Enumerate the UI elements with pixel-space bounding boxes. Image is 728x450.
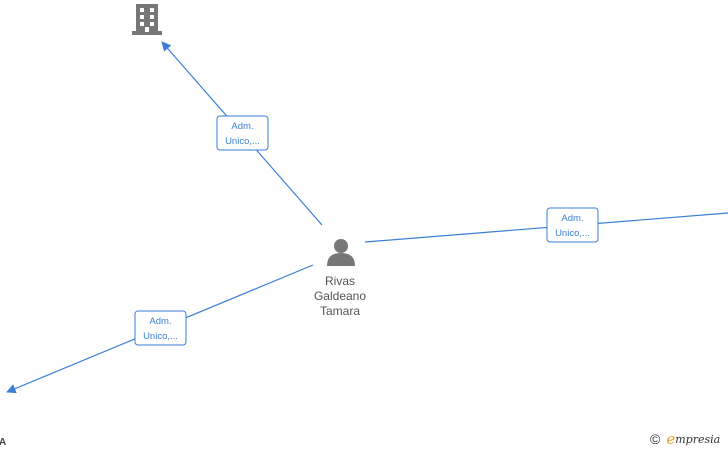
edge-label-line-2: Unico,...	[143, 331, 178, 342]
edge-label-line-2: Unico,...	[225, 136, 260, 147]
person-name-label[interactable]: Rivas Galdeano Tamara	[300, 274, 380, 319]
person-name-line-3: Tamara	[319, 304, 360, 318]
edge-label-line-1: Adm.	[149, 316, 171, 327]
edge-label-to-right[interactable]: Adm. Unico,...	[546, 207, 599, 243]
edge-label-line-2: Unico,...	[555, 228, 590, 239]
edge-label-line-1: Adm.	[561, 213, 583, 224]
copyright-icon: ©	[650, 431, 661, 447]
partial-node-label: A	[0, 437, 7, 448]
brand-logo-text: mpresia	[675, 432, 721, 446]
building-icon[interactable]	[132, 4, 162, 35]
edge-label-to-bottom-left[interactable]: Adm. Unico,...	[134, 310, 187, 346]
edge-label-to-company-top[interactable]: Adm. Unico,...	[216, 115, 269, 151]
person-name-line-1: Rivas	[324, 274, 355, 288]
brand-logo-initial: e	[666, 430, 676, 448]
person-name-line-2: Galdeano	[313, 289, 367, 303]
edge-label-line-1: Adm.	[231, 121, 253, 132]
person-icon[interactable]	[327, 239, 355, 266]
